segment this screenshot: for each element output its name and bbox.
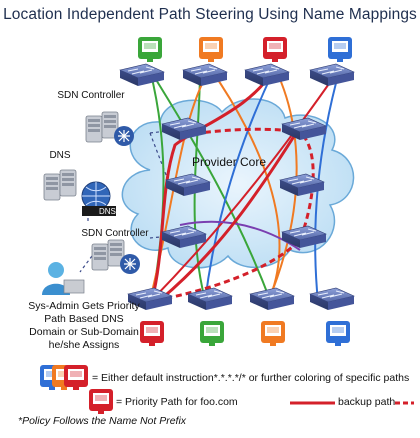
desktop-computer-icon xyxy=(261,321,285,346)
dns-badge-text: DNS xyxy=(99,207,116,216)
legend-backup-text: backup path xyxy=(338,396,396,408)
diagram-title: Location Independent Path Steering Using… xyxy=(3,6,417,23)
network-switch-icon xyxy=(309,63,355,87)
footnote: *Policy Follows the Name Not Prefix xyxy=(18,415,187,427)
server-icon xyxy=(85,115,103,143)
sdn-controller-bottom-label: SDN Controller xyxy=(81,228,149,239)
top-computers xyxy=(138,37,352,62)
bottom-computers xyxy=(140,321,350,346)
network-switch-icon xyxy=(249,287,295,311)
desktop-computer-icon xyxy=(64,365,88,390)
top-switches xyxy=(119,63,355,87)
server-icon xyxy=(43,173,61,201)
desktop-computer-icon xyxy=(138,37,162,62)
legend-default-icons xyxy=(40,365,88,390)
provider-core-label: Provider Core xyxy=(192,155,267,169)
desktop-computer-icon xyxy=(89,389,113,414)
desktop-computer-icon xyxy=(326,321,350,346)
sdn-controller-top-servers xyxy=(85,111,134,146)
priority-path xyxy=(150,67,300,302)
sdn-controller-top-label: SDN Controller xyxy=(57,90,125,101)
desktop-computer-icon xyxy=(199,37,223,62)
sdn-controller-bottom-servers xyxy=(91,239,140,274)
desktop-computer-icon xyxy=(140,321,164,346)
bottom-switches xyxy=(127,287,355,311)
desktop-computer-icon xyxy=(328,37,352,62)
desktop-computer-icon xyxy=(200,321,224,346)
server-icon xyxy=(91,243,109,271)
dns-servers xyxy=(43,169,116,216)
sys-admin-caption: Sys-Admin Gets Priority Path Based DNS D… xyxy=(28,300,140,351)
desktop-computer-icon xyxy=(263,37,287,62)
user-icon xyxy=(42,262,85,295)
legend-priority-text: = Priority Path for foo.com xyxy=(116,396,238,408)
legend-priority-icon xyxy=(89,389,113,414)
dns-label: DNS xyxy=(49,150,71,161)
legend-default-text: = Either default instruction*.*.*.*/* or… xyxy=(92,372,410,384)
network-switch-icon xyxy=(187,287,233,311)
server-icon xyxy=(59,169,77,197)
